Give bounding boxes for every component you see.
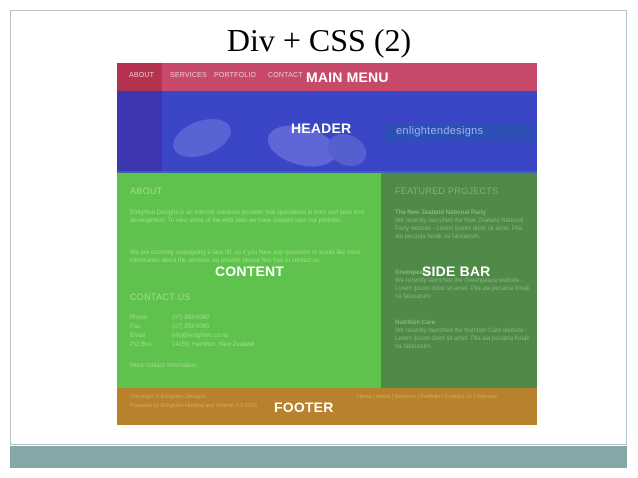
menu-item-about[interactable]: ABOUT xyxy=(129,72,155,79)
project-title[interactable]: The New Zealand National Party xyxy=(395,210,487,216)
sidebar-label: SIDE BAR xyxy=(422,263,491,279)
about-paragraph: Enlighten Designs is an Internet solutio… xyxy=(130,210,364,224)
header-photo-foot xyxy=(167,111,237,165)
contact-value: 14159, Hamilton, New Zealand xyxy=(172,342,255,348)
menu-item-services[interactable]: SERVICES xyxy=(170,72,207,79)
project-text: We recently launched the Greenpeace webs… xyxy=(395,278,530,300)
header-label: HEADER xyxy=(291,120,352,136)
slide-bottom-bar xyxy=(10,446,627,468)
about-paragraph: We are currently undergoing a face lift,… xyxy=(130,250,361,264)
main-menu-region: ABOUT SERVICES PORTFOLIO CONTACT MAIN ME… xyxy=(117,63,537,91)
project-text: We recently launched the Nutrition Care … xyxy=(395,328,530,350)
contact-value: (07) 853 6060 xyxy=(172,315,210,321)
sidebar-region: FEATURED PROJECTS The New Zealand Nation… xyxy=(381,173,537,388)
project-text: We recently launched the New Zealand Nat… xyxy=(395,218,524,240)
project-title[interactable]: Nutrition Care xyxy=(395,320,436,326)
footer-copyright: Copyright © Enlighten Designs xyxy=(130,394,205,400)
contact-label: Phone xyxy=(130,315,148,321)
content-region: ABOUT Enlighten Designs is an Internet s… xyxy=(117,173,381,388)
featured-projects-heading: FEATURED PROJECTS xyxy=(395,186,499,196)
header-region: enlightendesigns HEADER xyxy=(117,91,537,171)
contact-label: Fax xyxy=(130,324,141,330)
contact-label: P.O Box xyxy=(130,342,152,348)
main-menu-label: MAIN MENU xyxy=(306,69,389,85)
header-logo-box xyxy=(385,123,537,141)
content-label: CONTENT xyxy=(215,263,285,279)
more-contact-link[interactable]: More contact information... xyxy=(130,363,202,369)
menu-item-contact[interactable]: CONTACT xyxy=(268,72,303,79)
website-layout-mockup: ABOUT SERVICES PORTFOLIO CONTACT MAIN ME… xyxy=(117,63,537,425)
contact-value: (07) 853 6060 xyxy=(172,324,210,330)
footer-region: Copyright © Enlighten Designs Powered by… xyxy=(117,388,537,425)
contact-email-link[interactable]: info@enlighten.co.nz xyxy=(172,333,229,339)
footer-links[interactable]: Home | About | Services | Portfolio | Co… xyxy=(357,394,497,400)
footer-label: FOOTER xyxy=(274,399,334,415)
footer-powered-by: Powered by Enlighten Hosting and Vadmin … xyxy=(130,403,258,409)
menu-active-tab xyxy=(117,63,162,91)
contact-heading: CONTACT US xyxy=(130,292,191,302)
contact-label: Email xyxy=(130,333,146,339)
menu-item-portfolio[interactable]: PORTFOLIO xyxy=(214,72,257,79)
project-title[interactable]: Greenpeace xyxy=(395,270,430,276)
header-logo[interactable]: enlightendesigns xyxy=(396,125,484,137)
header-left-panel xyxy=(117,91,162,171)
slide-title: Div + CSS (2) xyxy=(226,22,412,58)
about-heading: ABOUT xyxy=(130,186,163,196)
